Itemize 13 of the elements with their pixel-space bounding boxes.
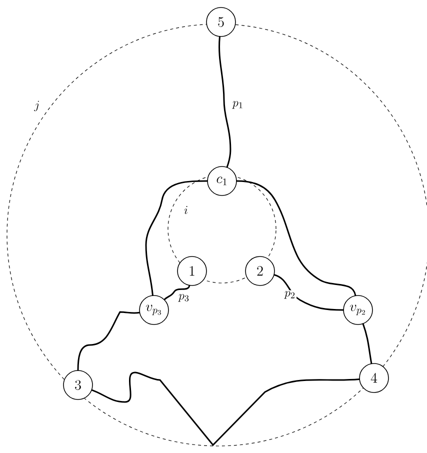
curve — [164, 284, 190, 300]
edge-label: $p_2$ — [284, 291, 295, 299]
curve — [362, 323, 372, 364]
curve — [77, 311, 140, 371]
curve-label: $j$ — [34, 100, 39, 112]
curve — [91, 372, 360, 446]
curve — [218, 36, 232, 168]
edge-label: $p_1$ — [232, 101, 242, 109]
curve — [236, 180, 356, 296]
curve-label: $i$ — [184, 206, 188, 214]
curve — [145, 180, 208, 296]
edge-label: $p_3$ — [178, 294, 189, 302]
curve — [274, 274, 344, 311]
